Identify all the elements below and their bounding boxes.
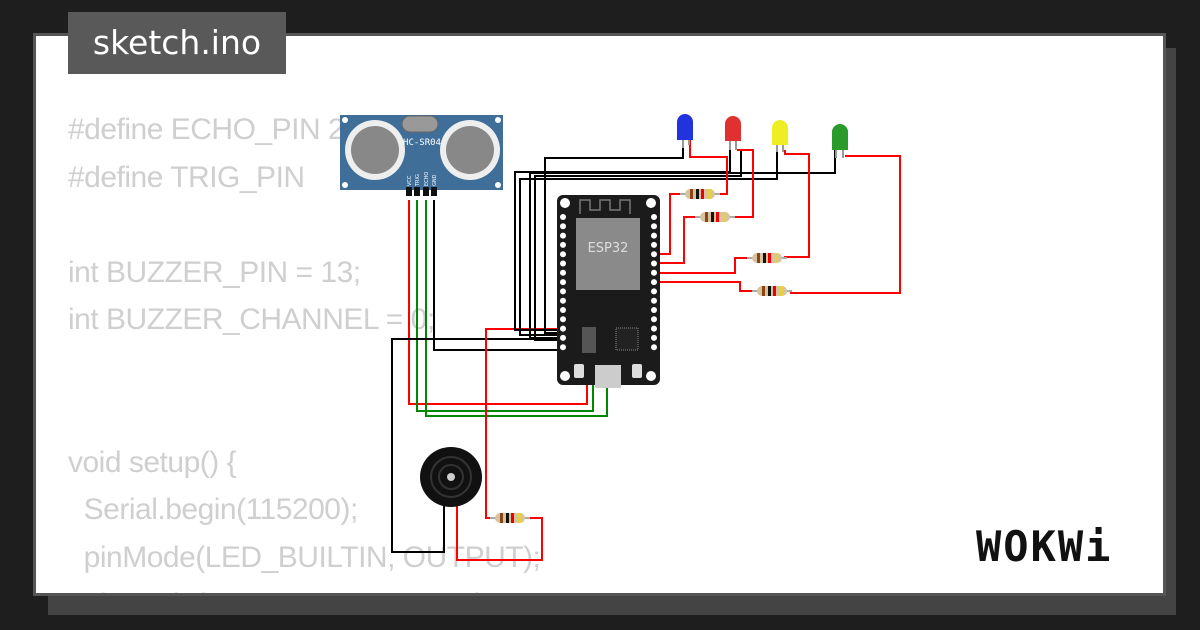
board-pin[interactable] — [651, 307, 657, 313]
wire-res4 — [655, 281, 752, 292]
wire-res1 — [655, 193, 680, 255]
board-pin[interactable] — [560, 325, 566, 332]
board-pin[interactable] — [651, 269, 657, 276]
wire-buzzer-res — [485, 328, 562, 519]
resistor[interactable] — [490, 513, 530, 523]
wokwi-logo: WOKWi — [976, 522, 1113, 571]
esp32-board[interactable]: ESP32 — [557, 195, 660, 388]
board-pin[interactable] — [560, 297, 566, 304]
wire-buzzer-sig — [456, 500, 543, 561]
board-pin[interactable] — [651, 344, 657, 351]
board-pin[interactable] — [560, 232, 566, 239]
resistor[interactable] — [752, 286, 792, 296]
board-pin[interactable] — [651, 260, 657, 267]
code-line: Serial.begin(115200); — [68, 493, 359, 526]
pin-label: ECHO — [424, 172, 430, 186]
board-pin[interactable] — [651, 297, 657, 304]
board-pin[interactable] — [560, 223, 566, 230]
board-pin[interactable] — [651, 241, 657, 248]
board-pin[interactable] — [560, 288, 566, 295]
board-pin[interactable] — [651, 316, 657, 323]
code-line: int BUZZER_CHANNEL = 0; — [68, 303, 435, 336]
resistor[interactable] — [680, 189, 720, 199]
ultrasonic-sensor[interactable]: HC-SR04 VCC TRIG ECHO GND — [340, 115, 503, 196]
wire-led-gnd — [534, 150, 742, 341]
code-background: #define ECHO_PIN 2 #define TRIG_PIN int … — [68, 106, 541, 593]
led-red[interactable] — [725, 116, 741, 150]
wire-res2 — [655, 216, 695, 264]
board-pin[interactable] — [560, 344, 566, 351]
board-pin[interactable] — [560, 214, 566, 220]
pin-label: TRIG — [415, 174, 421, 187]
wire-gnd — [433, 200, 562, 351]
resistor[interactable] — [747, 253, 787, 263]
wire-led-gnd — [544, 140, 684, 334]
board-pin[interactable] — [560, 334, 566, 341]
board-pin[interactable] — [560, 316, 566, 323]
board-pin[interactable] — [560, 307, 566, 313]
code-line: int BUZZER_PIN = 13; — [68, 255, 361, 289]
pin-label: VCC — [407, 175, 413, 186]
board-pin[interactable] — [651, 214, 657, 220]
sensor-label: HC-SR04 — [403, 138, 441, 148]
code-line: pinMode(TRIG_PIN, OUTPUT); — [68, 588, 493, 593]
wire-res3 — [655, 257, 747, 274]
board-pin[interactable] — [651, 334, 657, 341]
board-pin[interactable] — [560, 260, 566, 267]
led-green[interactable] — [832, 124, 848, 158]
code-line: pinMode(LED_BUILTIN, OUTPUT); — [68, 540, 541, 574]
wire-buzzer-gnd — [391, 338, 562, 553]
board-pin[interactable] — [651, 223, 657, 230]
board-pin[interactable] — [651, 251, 657, 258]
board-pin[interactable] — [651, 279, 657, 286]
board-pin[interactable] — [651, 232, 657, 239]
code-line: #define TRIG_PIN — [68, 160, 305, 194]
board-pin[interactable] — [560, 251, 566, 258]
wire-led-yellow — [784, 150, 810, 258]
board-pin[interactable] — [651, 288, 657, 295]
wire-led-green — [790, 155, 901, 294]
buzzer[interactable] — [420, 447, 482, 507]
wire-led-gnd — [529, 150, 836, 339]
resistor[interactable] — [695, 212, 735, 222]
file-tab-title: sketch.ino — [68, 12, 286, 74]
wire-led-blue — [689, 140, 728, 195]
code-line: #define ECHO_PIN 2 — [68, 113, 345, 146]
board-pin[interactable] — [560, 279, 566, 286]
led-yellow[interactable] — [772, 120, 788, 152]
pin-label: GND — [432, 174, 438, 186]
wire-led-red — [732, 149, 754, 218]
board-pin[interactable] — [560, 269, 566, 276]
board-pin[interactable] — [651, 325, 657, 332]
board-label: ESP32 — [588, 241, 629, 256]
led-blue[interactable] — [677, 114, 693, 148]
code-line: void setup() { — [68, 445, 237, 479]
board-pin[interactable] — [560, 241, 566, 248]
